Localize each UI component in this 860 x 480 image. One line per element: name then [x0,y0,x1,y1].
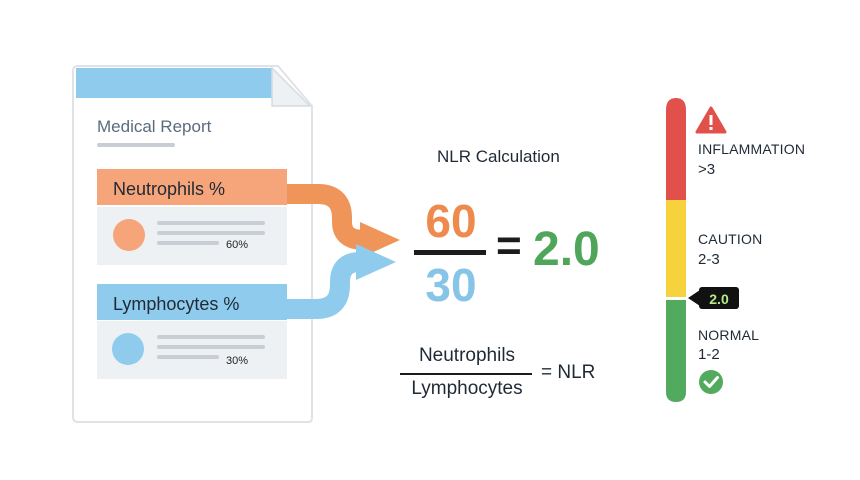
check-circle-icon [699,370,723,394]
page-fold [271,66,312,107]
formula-denominator: Lymphocytes [411,378,523,399]
neutrophils-value: 60% [226,239,249,251]
formula-result: = NLR [541,362,596,383]
zone-caution-name: CAUTION [698,231,763,247]
formula-numerator: Neutrophils [418,345,516,366]
equals-sign: = [496,221,522,270]
lymphocytes-value: 30% [226,355,249,367]
lymphocytes-header [97,284,287,320]
lymphocytes-arrow [287,244,396,319]
lymphocytes-label: Lymphocytes % [113,294,240,314]
report-header-bar [76,68,272,98]
marker-value: 2.0 [709,291,729,307]
fraction-bar [414,250,486,255]
zone-inflammation-range: >3 [698,161,716,178]
warning-icon [695,106,727,134]
zone-normal-range: 1-2 [698,346,720,363]
medical-report-document [72,65,313,423]
numerator-value: 60 [425,195,477,247]
scale-zone-normal [666,300,686,402]
report-title: Medical Report [97,117,212,136]
nlr-result: 2.0 [533,223,600,276]
scale-zone-caution [666,200,686,300]
neutrophils-dot-icon [113,219,145,251]
formula-fraction-bar [400,373,532,375]
scale-zone-inflammation [666,98,686,200]
title-underline [97,143,175,147]
nlr-scale-bar [666,98,686,402]
zone-normal-name: NORMAL [698,327,760,343]
denominator-value: 30 [425,259,477,311]
neutrophils-arrow [287,184,400,258]
zone-caution-range: 2-3 [698,251,720,268]
zone-inflammation-name: INFLAMMATION [698,141,806,157]
neutrophils-header [97,169,287,205]
neutrophils-label: Neutrophils % [113,179,226,199]
calculation-title: NLR Calculation [437,147,560,166]
current-value-marker [688,287,739,309]
lymphocytes-dot-icon [112,333,144,365]
